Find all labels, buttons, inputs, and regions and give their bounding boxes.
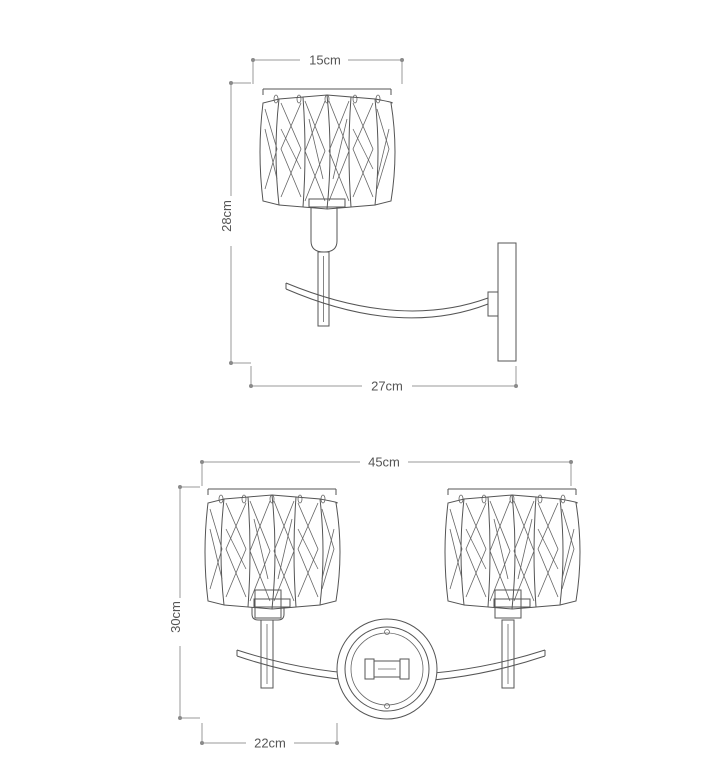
height-label-single: 28cm bbox=[219, 200, 234, 232]
depth-label-single: 27cm bbox=[371, 379, 403, 394]
dim-spacing-double: 22cm bbox=[200, 723, 339, 751]
dim-width-double: 45cm bbox=[200, 455, 573, 486]
double-sconce-drawing bbox=[204, 488, 581, 720]
height-label-double: 30cm bbox=[168, 601, 183, 633]
dim-height-double: 30cm bbox=[168, 485, 200, 720]
dim-depth-single: 27cm bbox=[249, 366, 518, 394]
width-label-single: 15cm bbox=[309, 53, 341, 68]
dim-height-single: 28cm bbox=[219, 81, 251, 365]
single-sconce-drawing bbox=[259, 88, 517, 362]
spacing-label-double: 22cm bbox=[254, 736, 286, 751]
dim-width-single: 15cm bbox=[251, 53, 404, 84]
width-label-double: 45cm bbox=[368, 455, 400, 470]
